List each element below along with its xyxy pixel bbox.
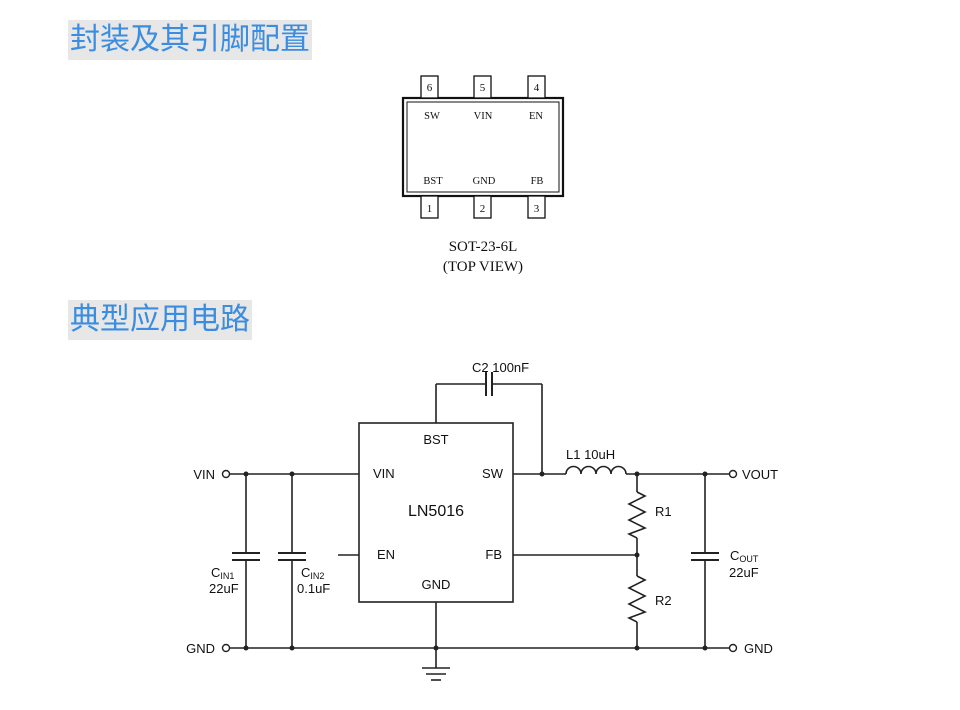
r2-resistor: [627, 575, 647, 623]
package-section-title: 封装及其引脚配置: [68, 20, 312, 60]
pin-1-number: 1: [427, 203, 433, 215]
package-diagram: 6 5 4 1 2 3 SW VIN EN BST GND FB SOT-23-…: [401, 75, 565, 275]
pin-6-label: SW: [424, 111, 440, 122]
package-body-inner: [406, 101, 560, 193]
ic-pin-en-label: EN: [377, 547, 395, 562]
cin1-value: 22uF: [209, 581, 239, 596]
gnd-left-terminal: [221, 643, 231, 653]
pin-4-label: EN: [529, 111, 543, 122]
cin1-label-base: C: [211, 565, 220, 580]
c2-label: C2 100nF: [472, 360, 529, 375]
pin-2-number: 2: [480, 203, 486, 215]
gnd-left-net-label: GND: [186, 641, 215, 656]
pin-2-label: GND: [473, 176, 496, 187]
r2-label: R2: [655, 593, 672, 608]
schematic-diagram: BST VIN SW LN5016 EN FB GND VIN GND GND …: [186, 360, 778, 681]
cin2-label: CIN2: [301, 565, 324, 581]
pin-5-box: [473, 75, 492, 99]
pin-4-box: [527, 75, 546, 99]
cout-value: 22uF: [729, 565, 759, 580]
cin2-value: 0.1uF: [297, 581, 330, 596]
pin-4-number: 4: [534, 82, 540, 94]
ic-pin-fb-label: FB: [485, 547, 502, 562]
package-body: [401, 96, 565, 198]
cin1-label: CIN1: [211, 565, 234, 581]
pin-5-label: VIN: [474, 111, 493, 122]
package-name: SOT-23-6L: [449, 239, 518, 255]
vout-terminal: [728, 469, 738, 479]
ic-pin-gnd-label: GND: [422, 577, 451, 592]
cout-label-sub: OUT: [739, 554, 759, 564]
ic-body: [358, 422, 514, 603]
pin-6-box: [420, 75, 439, 99]
circuit-section-title: 典型应用电路: [68, 300, 252, 340]
ic-pin-vin-label: VIN: [373, 466, 395, 481]
ic-pin-bst-label: BST: [423, 432, 448, 447]
r1-label: R1: [655, 504, 672, 519]
cin1-label-sub: IN1: [220, 571, 234, 581]
pin-3-box: [527, 195, 546, 219]
junction-dot: [634, 552, 640, 558]
ic-part-name: LN5016: [408, 503, 464, 520]
l1-inductor-coil: [565, 465, 627, 475]
gnd-right-terminal: [728, 643, 738, 653]
cin2-label-sub: IN2: [310, 571, 324, 581]
r1-resistor: [627, 491, 647, 539]
gnd-right-net-label: GND: [744, 641, 773, 656]
pin-3-label: FB: [531, 176, 544, 187]
pin-1-box: [420, 195, 439, 219]
l1-label: L1 10uH: [566, 447, 615, 462]
cin2-label-base: C: [301, 565, 310, 580]
junction-dot: [539, 471, 545, 477]
vout-net-label: VOUT: [742, 467, 778, 482]
vin-net-label: VIN: [193, 467, 215, 482]
package-view: (TOP VIEW): [443, 259, 523, 275]
pin-6-number: 6: [427, 82, 433, 94]
ic-pin-sw-label: SW: [482, 466, 504, 481]
vin-terminal: [221, 469, 231, 479]
pin-5-number: 5: [480, 82, 486, 94]
cout-label: COUT: [730, 548, 759, 564]
pin-3-number: 3: [534, 203, 540, 215]
cout-label-base: C: [730, 548, 739, 563]
pin-1-label: BST: [423, 176, 443, 187]
pin-2-box: [473, 195, 492, 219]
